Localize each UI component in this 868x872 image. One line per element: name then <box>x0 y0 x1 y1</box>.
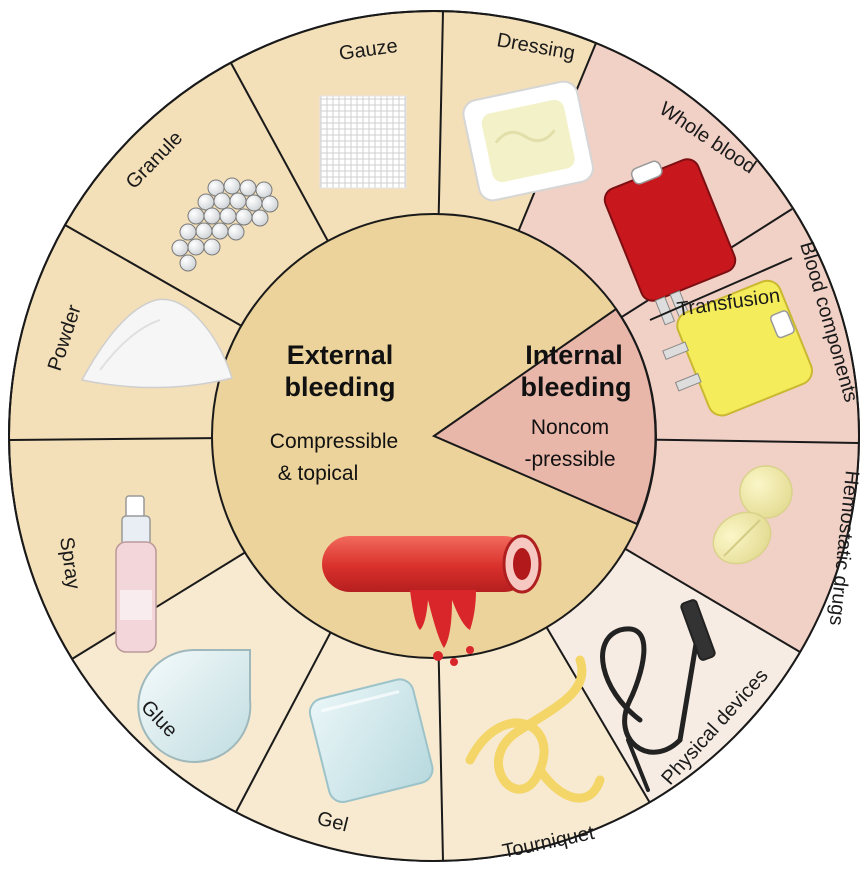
external-sub-line1: Compressible <box>270 430 398 453</box>
gauze-illustration <box>320 96 406 188</box>
spray-illustration <box>116 496 156 652</box>
internal-title-line1: Internal <box>525 340 623 370</box>
external-sub-line2: & topical <box>278 462 359 485</box>
external-title-line1: External <box>287 340 394 370</box>
internal-title-line2: bleeding <box>520 372 631 402</box>
external-title-line2: bleeding <box>284 372 395 402</box>
internal-sub-line1: Noncom <box>531 416 609 439</box>
internal-sub-line2: -pressible <box>524 448 615 471</box>
